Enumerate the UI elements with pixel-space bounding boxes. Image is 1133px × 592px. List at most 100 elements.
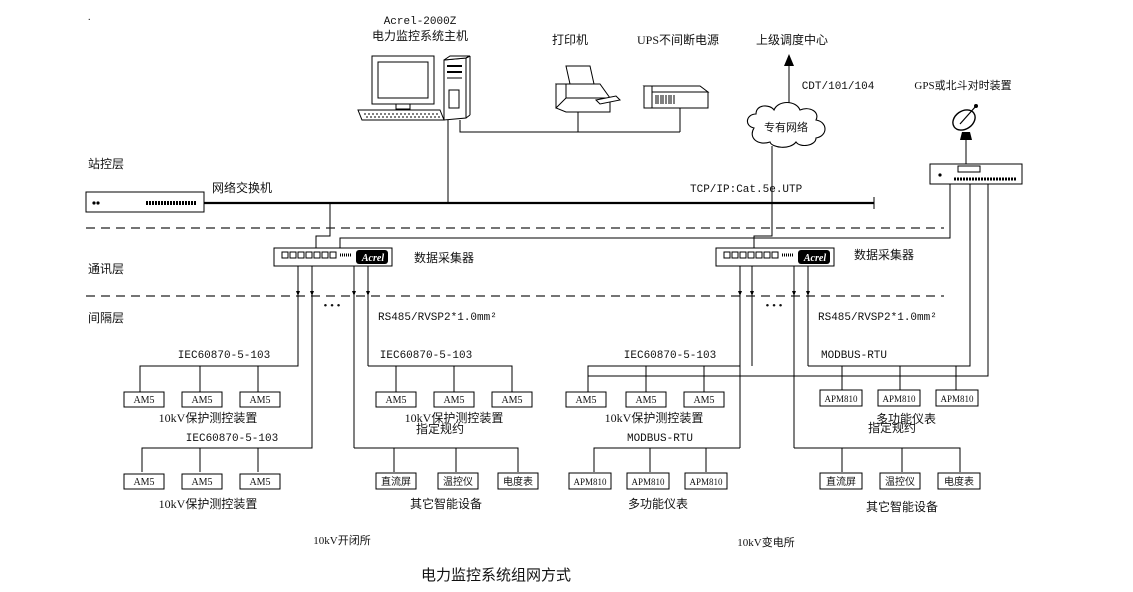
device-am5: AM5: [375, 391, 417, 408]
network-switch: [85, 191, 205, 213]
dispatch-label: 上级调度中心: [756, 32, 828, 47]
device-apm810: APM810: [626, 472, 670, 490]
protocol-label-7: MODBUS-RTU: [627, 433, 693, 445]
ups-icon: [642, 85, 710, 132]
site-label-left: 10kV开闭所: [313, 534, 370, 547]
switch-label: 网络交换机: [212, 180, 272, 195]
svg-text:AM5: AM5: [133, 477, 154, 488]
svg-text:温控仪: 温控仪: [885, 475, 915, 488]
device-am5: AM5: [565, 391, 607, 408]
group-label-4: 其它智能设备: [410, 496, 482, 511]
svg-text:APM810: APM810: [882, 394, 916, 404]
svg-text:直流屏: 直流屏: [826, 475, 856, 488]
diagram-caption: 电力监控系统组网方式: [421, 567, 571, 584]
device-am5: AM5: [433, 391, 475, 408]
up-arrow-icon: [784, 54, 794, 66]
device-energy-meter: 电度表: [497, 472, 539, 490]
gps-label: GPS或北斗对时装置: [914, 78, 1011, 92]
collector-brand-right: Acrel: [803, 253, 826, 264]
device-am5: AM5: [181, 473, 223, 490]
device-temp-controller: 温控仪: [437, 472, 479, 490]
group-label-1: 10kV保护测控装置: [159, 411, 258, 425]
cloud-icon: [746, 101, 826, 148]
group-label-3: 10kV保护测控装置: [159, 497, 258, 511]
ellipsis-right: • • •: [765, 300, 782, 312]
dispatch-protocol-label: CDT/101/104: [802, 81, 875, 93]
svg-text:AM5: AM5: [191, 477, 212, 488]
specified-protocol-right: 指定规约: [868, 420, 916, 435]
cloud-label: 专有网络: [764, 120, 808, 134]
device-apm810: APM810: [568, 472, 612, 490]
data-collector-left: Acrel: [273, 247, 393, 267]
device-am5: AM5: [239, 391, 281, 408]
svg-text:AM5: AM5: [249, 477, 270, 488]
group-label-5: 10kV保护测控装置: [605, 411, 704, 425]
site-label-right: 10kV变电所: [737, 535, 794, 549]
svg-text:APM810: APM810: [689, 477, 723, 487]
svg-text:APM810: APM810: [824, 394, 858, 404]
device-am5: AM5: [181, 391, 223, 408]
gps-receiver: [929, 163, 1023, 185]
svg-text:APM810: APM810: [940, 394, 974, 404]
device-am5: AM5: [491, 391, 533, 408]
layer-label-bay: 间隔层: [88, 311, 124, 325]
layer-label-station: 站控层: [88, 157, 124, 171]
svg-text:电度表: 电度表: [944, 475, 974, 488]
device-am5: AM5: [123, 391, 165, 408]
protocol-label-1: IEC60870-5-103: [178, 350, 270, 362]
svg-text:AM5: AM5: [191, 395, 212, 406]
protocol-label-2: IEC60870-5-103: [380, 350, 472, 362]
device-am5: AM5: [123, 473, 165, 490]
svg-text:AM5: AM5: [693, 395, 714, 406]
svg-text:直流屏: 直流屏: [381, 475, 411, 488]
device-dc-panel: 直流屏: [819, 472, 863, 490]
device-am5: AM5: [683, 391, 725, 408]
ellipsis-left: • • •: [323, 300, 340, 312]
device-apm810: APM810: [935, 389, 979, 407]
device-energy-meter: 电度表: [937, 472, 981, 490]
svg-text:AM5: AM5: [635, 395, 656, 406]
host-title-label: 电力监控系统主机: [372, 29, 468, 43]
device-apm810: APM810: [684, 472, 728, 490]
svg-text:APM810: APM810: [573, 477, 607, 487]
rs485-label-left: RS485/RVSP2*1.0mm²: [378, 312, 497, 324]
host-model-label: Acrel-2000Z: [384, 16, 457, 28]
printer-icon: [555, 65, 622, 132]
device-apm810: APM810: [877, 389, 921, 407]
ups-label: UPS不间断电源: [637, 32, 719, 47]
rs485-label-right: RS485/RVSP2*1.0mm²: [818, 312, 937, 324]
device-apm810: APM810: [819, 389, 863, 407]
protocol-label-3: IEC60870-5-103: [186, 433, 278, 445]
collector-brand-left: Acrel: [361, 253, 384, 264]
group-label-2: 10kV保护测控装置: [405, 411, 504, 425]
svg-text:电度表: 电度表: [503, 475, 533, 488]
collector-label-left: 数据采集器: [414, 250, 474, 265]
svg-text:AM5: AM5: [443, 395, 464, 406]
svg-text:AM5: AM5: [249, 395, 270, 406]
satellite-dish-icon: [952, 104, 978, 164]
collector-label-right: 数据采集器: [854, 247, 914, 262]
device-temp-controller: 温控仪: [879, 472, 921, 490]
corner-mark: .: [88, 12, 91, 23]
svg-text:AM5: AM5: [501, 395, 522, 406]
svg-text:AM5: AM5: [133, 395, 154, 406]
device-am5: AM5: [239, 473, 281, 490]
data-collector-right: Acrel: [715, 247, 835, 267]
device-dc-panel: 直流屏: [375, 472, 417, 490]
bus-label: TCP/IP:Cat.5e.UTP: [690, 184, 803, 196]
svg-text:APM810: APM810: [631, 477, 665, 487]
protocol-label-6: MODBUS-RTU: [821, 350, 887, 362]
device-am5: AM5: [625, 391, 667, 408]
group-label-6: 多功能仪表: [876, 412, 936, 426]
layer-label-comm: 通讯层: [88, 262, 124, 276]
svg-text:温控仪: 温控仪: [443, 475, 473, 488]
svg-text:AM5: AM5: [385, 395, 406, 406]
printer-label: 打印机: [552, 33, 588, 47]
specified-protocol-left: 指定规约: [416, 421, 464, 436]
group-label-8: 其它智能设备: [866, 499, 938, 514]
host-computer: [357, 55, 471, 121]
svg-text:AM5: AM5: [575, 395, 596, 406]
protocol-label-5: IEC60870-5-103: [624, 350, 716, 362]
group-label-7: 多功能仪表: [628, 497, 688, 511]
